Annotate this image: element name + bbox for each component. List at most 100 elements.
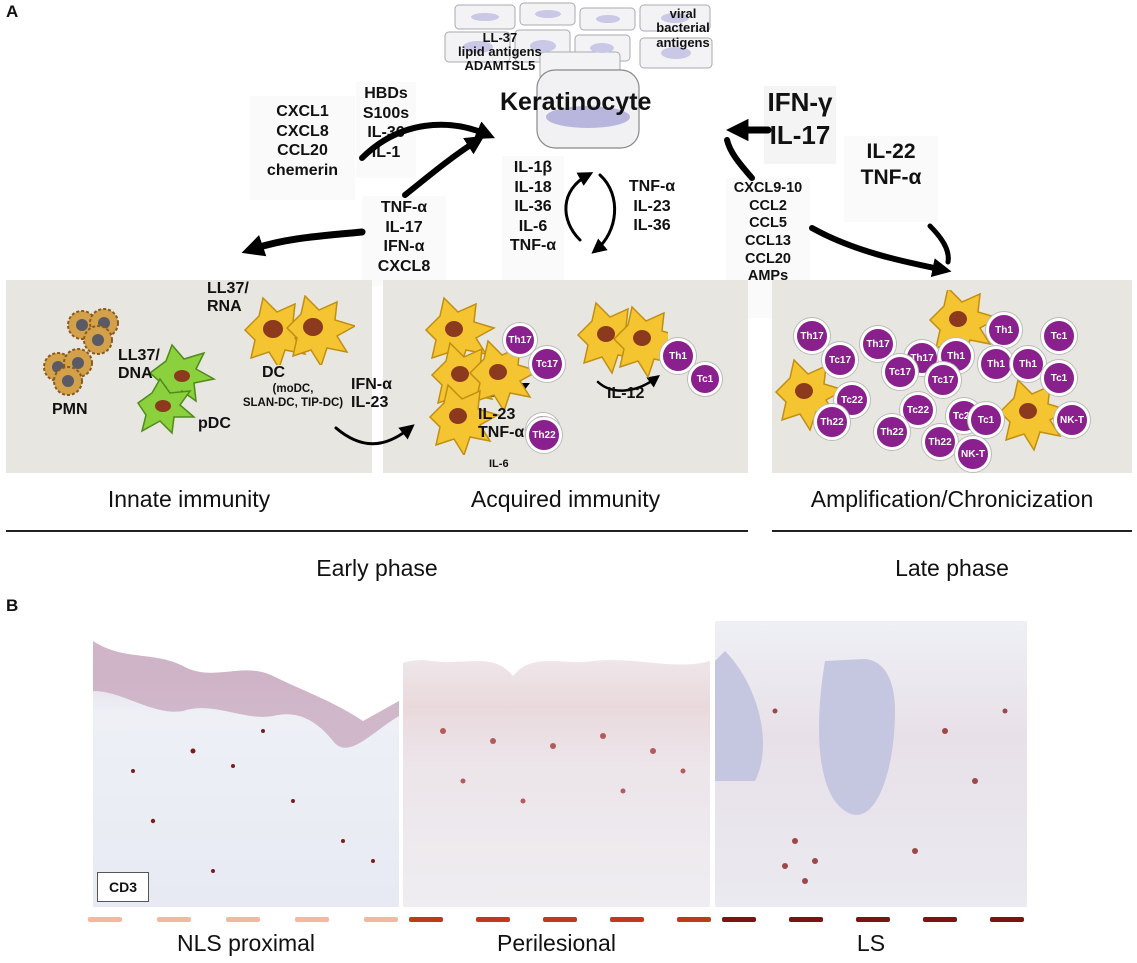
cell-tc17: Tc17	[529, 346, 565, 382]
il12-label: IL-12	[607, 385, 645, 402]
ll37-rna-line1: LL37/	[207, 280, 249, 297]
dash-nls-4	[295, 917, 329, 922]
loop-tnfa: TNF-α	[509, 237, 557, 255]
ifn-il17-box: IFN-γ IL-17	[764, 86, 836, 164]
antigen-bacterial: bacterial	[656, 20, 710, 36]
cytokine-tnfa: TNF-α	[380, 199, 428, 216]
stain-label: CD3	[97, 872, 149, 902]
ifna-il23-label: IFN-α IL-23	[351, 376, 392, 413]
antigens-right: viral bacterial antigens	[638, 6, 728, 50]
dash-peri-2	[476, 917, 510, 922]
cell-th17-late-2: Th17	[860, 326, 896, 362]
ll37-dna-label: LL37/ DNA	[118, 347, 160, 382]
antigen-lipid: lipid antigens	[458, 44, 542, 60]
dash-ls-2	[789, 917, 823, 922]
keratinocyte-sheet	[444, 2, 713, 149]
dash-peri-5	[677, 917, 711, 922]
phase-late: Late phase	[895, 555, 1009, 581]
dc-sub-line2: SLAN-DC, TIP-DC)	[242, 397, 344, 410]
dash-ls-4	[923, 917, 957, 922]
loop-right-il23: IL-23	[633, 197, 671, 215]
late-phase-line	[772, 530, 1132, 532]
label-perilesional: Perilesional	[497, 930, 616, 956]
cell-th22-late-1: Th22	[814, 404, 850, 440]
cell-tc1: Tc1	[688, 362, 722, 396]
histology-ls	[715, 621, 1027, 907]
chemokines-left-box: CXCL1 CXCL8 CCL20 chemerin	[250, 96, 355, 200]
cell-th22-late-2: Th22	[874, 414, 910, 450]
histology-nls-proximal	[93, 621, 399, 907]
cell-th22-late-3: Th22	[922, 424, 958, 460]
cell-th1: Th1	[660, 338, 696, 374]
amp-il1: IL-1	[371, 143, 401, 161]
label-nls-proximal: NLS proximal	[176, 930, 316, 956]
panel-a-letter: A	[6, 2, 19, 21]
dc-label: DC	[262, 364, 286, 381]
antigen-viral: viral	[669, 6, 697, 21]
early-phase-line	[6, 530, 748, 532]
loop-right-tnfa: TNF-α	[628, 178, 676, 195]
pmn-label: PMN	[52, 401, 88, 418]
loop-il6: IL-6	[518, 217, 548, 235]
caption-acquired: Acquired immunity	[470, 486, 661, 512]
cell-th1-late-4: Th1	[1010, 346, 1046, 382]
cytokine-il17: IL-17	[385, 218, 423, 236]
antigens-left: LL-37 lipid antigens ADAMTSL5	[458, 30, 542, 74]
cell-tc22-late-2: Tc22	[900, 392, 936, 428]
dc-sub-line1: (moDC,	[272, 383, 314, 395]
chemokine-ccl5: CCL5	[749, 215, 787, 232]
dc-subtypes: (moDC, SLAN-DC, TIP-DC)	[218, 382, 368, 411]
dash-ls-3	[856, 917, 890, 922]
dash-nls-1	[88, 917, 122, 922]
cytokine-il22: IL-22	[866, 140, 916, 163]
dash-peri-1	[409, 917, 443, 922]
dash-ls-1	[722, 917, 756, 922]
chemokine-cxcl9-10: CXCL9-10	[733, 180, 803, 196]
innate-cells-art	[43, 308, 217, 435]
tnfa-acquired: TNF-α	[478, 424, 525, 442]
ifna-label: IFN-α	[351, 376, 392, 393]
ll37-rna-line2: RNA	[207, 297, 242, 315]
cell-tc17-late-3: Tc17	[925, 362, 961, 398]
il23-label: IL-23	[351, 394, 389, 412]
loop-right-il36: IL-36	[633, 217, 671, 235]
loop-il18: IL-18	[514, 178, 552, 196]
cell-tc1-late-3: Tc1	[968, 402, 1004, 438]
panel-b-letter: B	[6, 596, 19, 615]
pdc-cells	[136, 343, 217, 435]
antigen-adamtsl5: ADAMTSL5	[464, 58, 536, 74]
ll37-rna-label: LL37/ RNA	[207, 280, 249, 315]
keratinocyte-label: Keratinocyte	[500, 88, 652, 116]
cell-th1-late-3: Th1	[978, 346, 1014, 382]
dash-nls-2	[157, 917, 191, 922]
loop-il1b: IL-1β	[513, 159, 553, 176]
cytokine-il17-right: IL-17	[769, 119, 831, 150]
cytokine-ifna: IFN-α	[383, 238, 425, 256]
amp-s100s: S100s	[362, 104, 410, 122]
amp-hbds: HBDs	[364, 85, 408, 102]
cell-tc1-late-2: Tc1	[1041, 360, 1077, 396]
il23-acquired: IL-23	[478, 406, 516, 423]
cell-th17-late-1: Th17	[794, 318, 830, 354]
il6-acquired: IL-6	[489, 458, 509, 470]
antigen-ll37: LL-37	[482, 30, 518, 45]
dc-cells-art	[243, 295, 355, 365]
cell-th17: Th17	[503, 323, 537, 357]
cytokine-tnfa-right: TNF-α	[860, 165, 922, 189]
ll37-dna-line1: LL37/	[118, 347, 160, 364]
dash-ls-5	[990, 917, 1024, 922]
acquired-dc-art	[424, 296, 668, 455]
cell-nkt-late-1: NK-T	[955, 436, 991, 472]
loop-left-box: IL-1β IL-18 IL-36 IL-6 TNF-α	[502, 156, 564, 280]
antigen-antigens: antigens	[656, 34, 710, 50]
cytokine-ifng: IFN-γ	[767, 87, 833, 117]
phase-early: Early phase	[316, 555, 438, 581]
caption-amplification: Amplification/Chronicization	[810, 486, 1094, 512]
histology-perilesional	[403, 621, 710, 907]
chemokine-cxcl8: CXCL8	[276, 122, 329, 140]
il23-tnf-acquired: IL-23 TNF-α	[478, 406, 524, 443]
label-ls: LS	[856, 930, 886, 956]
chemokine-cxcl1: CXCL1	[276, 103, 329, 120]
cell-th22: Th22	[526, 417, 562, 453]
pmn-cells	[43, 308, 119, 396]
